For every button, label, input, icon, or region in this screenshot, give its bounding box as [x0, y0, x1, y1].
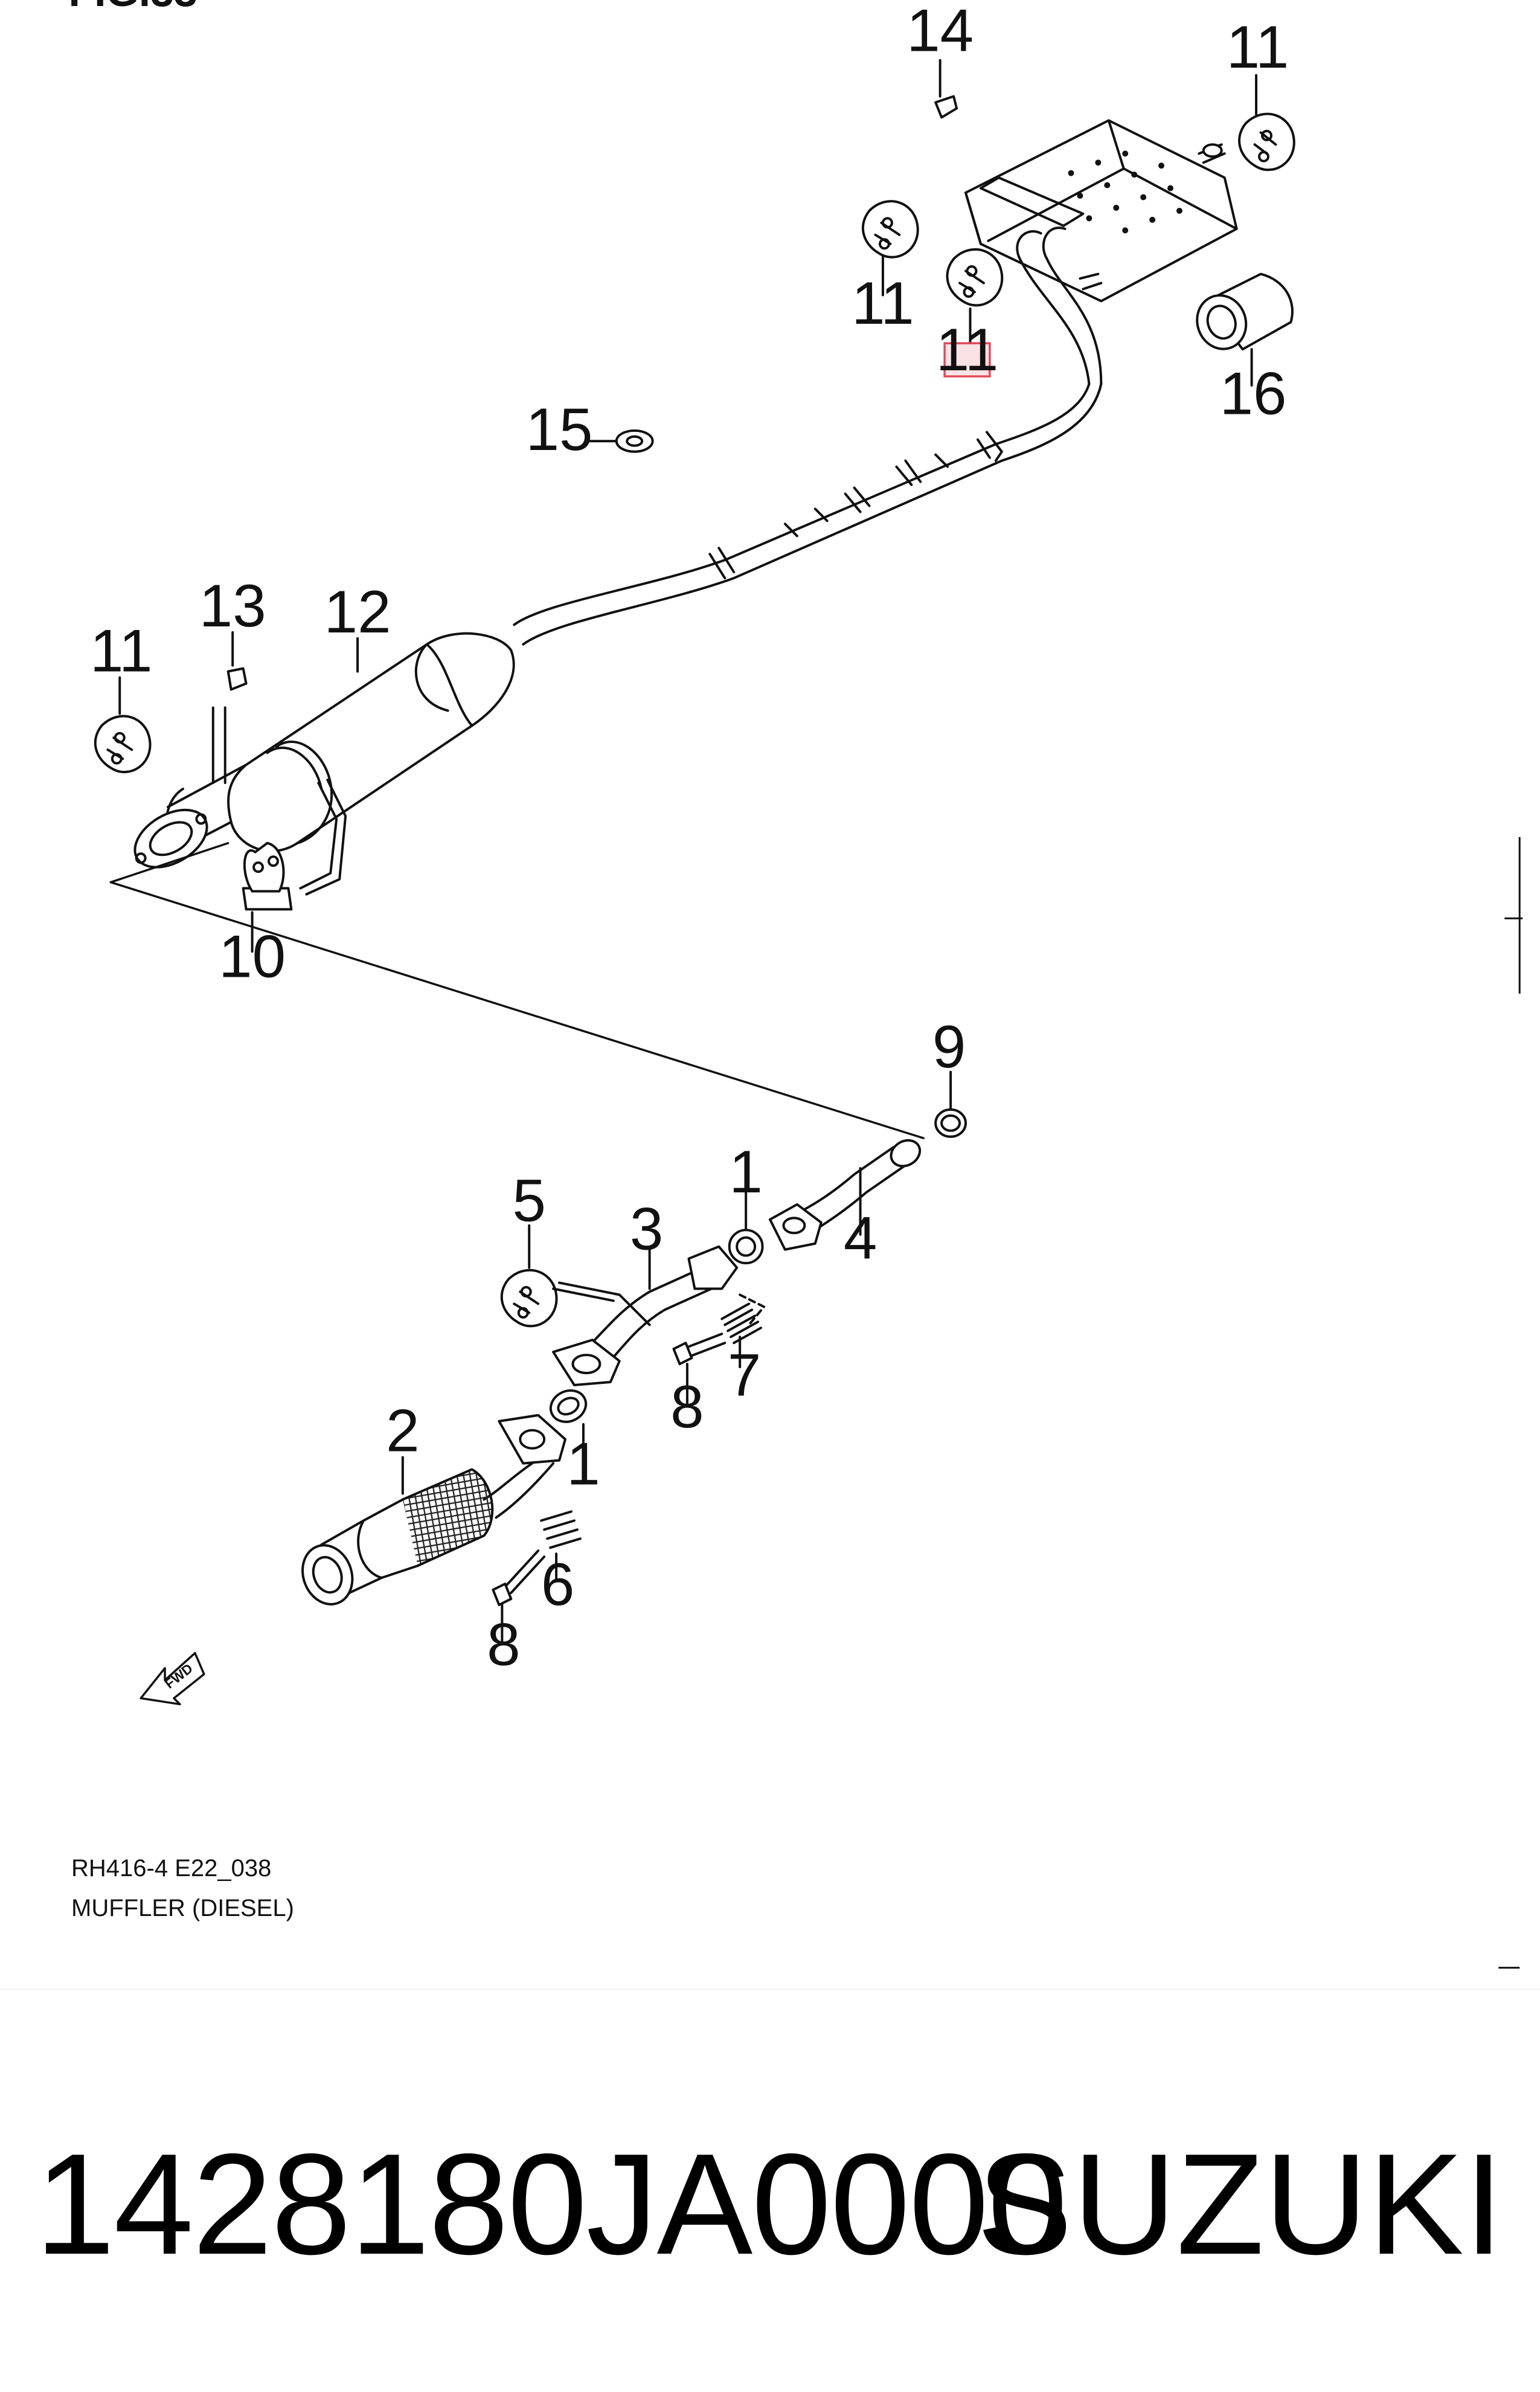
nut-13: [226, 667, 248, 691]
tail-pipe-cutter: [1196, 272, 1294, 351]
brand-name: SUZUKI: [977, 2124, 1504, 2284]
callout-11-left-upper: 11: [852, 270, 914, 337]
pipe-3: [552, 1245, 766, 1387]
grommet-15: [615, 429, 654, 453]
callout-9: 9: [932, 1014, 966, 1081]
rubber-hanger-left: [94, 715, 152, 774]
gasket-1-upper: [728, 1229, 764, 1265]
figure-title: MUFFLER (DIESEL): [71, 1895, 294, 1921]
callout-14: 14: [906, 0, 974, 65]
rear-muffler: [964, 119, 1238, 385]
figure-header: FIG.33: [69, 0, 197, 15]
callout-4: 4: [844, 1205, 877, 1272]
exhaust-parts-diagram: FIG.33: [69, 0, 1523, 1969]
callout-1-lower: 1: [566, 1431, 600, 1498]
gasket-9: [934, 1108, 967, 1138]
callout-13: 13: [199, 573, 266, 640]
rubber-hanger-front: [500, 1268, 558, 1328]
callout-8-upper: 8: [670, 1374, 704, 1441]
spring-6: [540, 1510, 582, 1549]
rubber-hanger-left-upper: [861, 200, 919, 259]
callout-12: 12: [324, 579, 391, 646]
bolt-8-upper: [672, 1333, 727, 1366]
callout-6: 6: [541, 1551, 574, 1618]
callout-11-left: 11: [90, 618, 152, 685]
spring-7: [720, 1302, 763, 1345]
callout-15: 15: [526, 396, 593, 463]
divider: [0, 1989, 1540, 1990]
gasket-1-lower: [549, 1389, 588, 1423]
pipe-4: [769, 1139, 922, 1251]
callout-7: 7: [728, 1342, 761, 1409]
callout-10: 10: [219, 924, 286, 991]
fwd-arrow-icon: [140, 1651, 205, 1706]
edge-mark: [1504, 837, 1523, 994]
front-pipe-2: [301, 1413, 567, 1606]
callout-5: 5: [512, 1167, 545, 1234]
bolt-8-lower: [492, 1549, 546, 1606]
rubber-hanger-highlighted: [946, 248, 1004, 307]
figure-code: RH416-4 E22_038: [71, 1855, 272, 1882]
callout-3: 3: [630, 1196, 663, 1263]
callout-11-top-right: 11: [1227, 14, 1289, 81]
hanger-bracket: [242, 841, 293, 911]
callout-1-upper: 1: [729, 1139, 762, 1206]
front-flange-upper: [133, 808, 208, 869]
reference-line: [109, 881, 925, 1140]
part-number: 1428180JA0000: [35, 2124, 1068, 2284]
callout-2: 2: [386, 1398, 419, 1465]
center-muffler: [161, 632, 515, 896]
callout-11-highlighted: 11: [936, 317, 998, 384]
rubber-hanger-top-right: [1238, 112, 1295, 172]
callout-16: 16: [1220, 360, 1287, 427]
clip-14: [934, 95, 958, 119]
callout-8-lower: 8: [487, 1612, 520, 1679]
intermediate-pipe: [513, 382, 1103, 646]
highlight-box: [943, 342, 991, 378]
